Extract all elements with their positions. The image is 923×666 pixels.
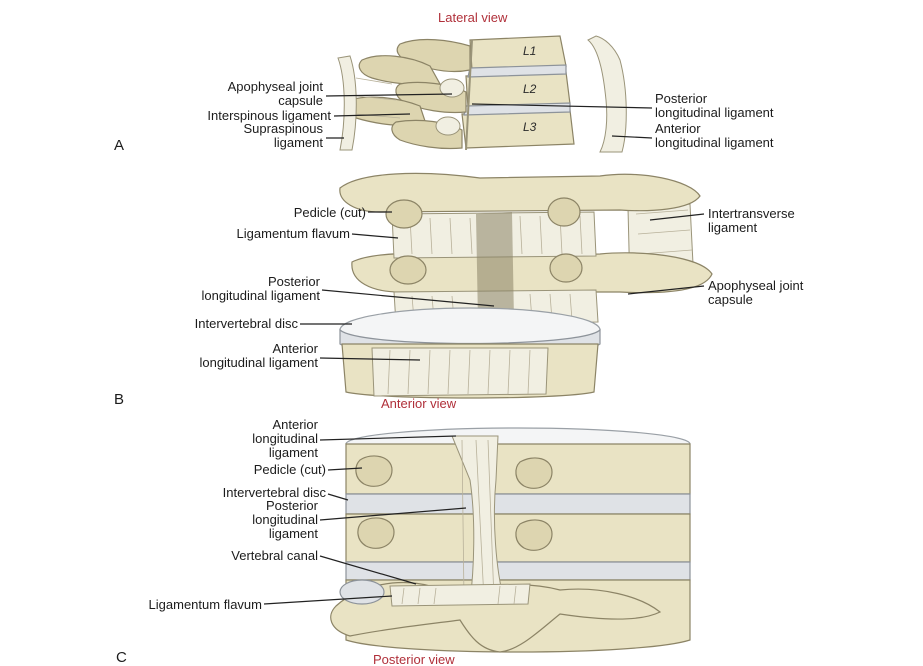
label-c-flavum: Ligamentum flavum: [149, 597, 262, 612]
panel-b-illustration: [340, 173, 712, 398]
panel-label-a: A: [114, 137, 124, 154]
label-c-pll-3: ligament: [269, 526, 319, 541]
label-c-pll-1: Posterior: [266, 498, 319, 513]
label-c-all-3: ligament: [269, 445, 319, 460]
label-b-pedicle: Pedicle (cut): [294, 205, 366, 220]
panel-a-illustration: [338, 36, 626, 152]
label-b-all-2: longitudinal ligament: [199, 355, 318, 370]
label-c-all-1: Anterior: [272, 417, 318, 432]
label-c-canal: Vertebral canal: [231, 548, 318, 563]
label-a-apophyseal-1: Apophyseal joint: [228, 79, 324, 94]
label-c-pedicle: Pedicle (cut): [254, 462, 326, 477]
panel-label-c: C: [116, 649, 127, 666]
label-b-intertransverse-1: Intertransverse: [708, 206, 795, 221]
vertebra-label-l2: L2: [523, 82, 537, 96]
label-a-pll-1: Posterior: [655, 91, 708, 106]
vertebra-label-l1: L1: [523, 44, 536, 58]
label-b-apophyseal-1: Apophyseal joint: [708, 278, 804, 293]
lateral-view-title: Lateral view: [438, 10, 508, 25]
panel-c-illustration: [331, 428, 690, 652]
panel-label-b: B: [114, 391, 124, 408]
label-a-supraspinous-2: ligament: [274, 135, 324, 150]
leader-b-flavum: [352, 234, 398, 238]
label-a-pll-2: longitudinal ligament: [655, 105, 774, 120]
label-a-all-2: longitudinal ligament: [655, 135, 774, 150]
label-b-apophyseal-2: capsule: [708, 292, 753, 307]
label-a-apophyseal-2: capsule: [278, 93, 323, 108]
label-b-pll-1: Posterior: [268, 274, 321, 289]
label-b-all-1: Anterior: [272, 341, 318, 356]
label-b-flavum: Ligamentum flavum: [237, 226, 350, 241]
label-a-all-1: Anterior: [655, 121, 701, 136]
label-c-pll-2: longitudinal: [252, 512, 318, 527]
label-b-intertransverse-2: ligament: [708, 220, 758, 235]
posterior-view-title: Posterior view: [373, 652, 455, 666]
label-b-disc: Intervertebral disc: [195, 316, 299, 331]
label-c-all-2: longitudinal: [252, 431, 318, 446]
anterior-view-title: Anterior view: [381, 396, 457, 411]
label-a-supraspinous-1: Supraspinous: [244, 121, 324, 136]
leader-c-disc: [328, 494, 348, 500]
label-b-pll-2: longitudinal ligament: [201, 288, 320, 303]
vertebra-label-l3: L3: [523, 120, 537, 134]
